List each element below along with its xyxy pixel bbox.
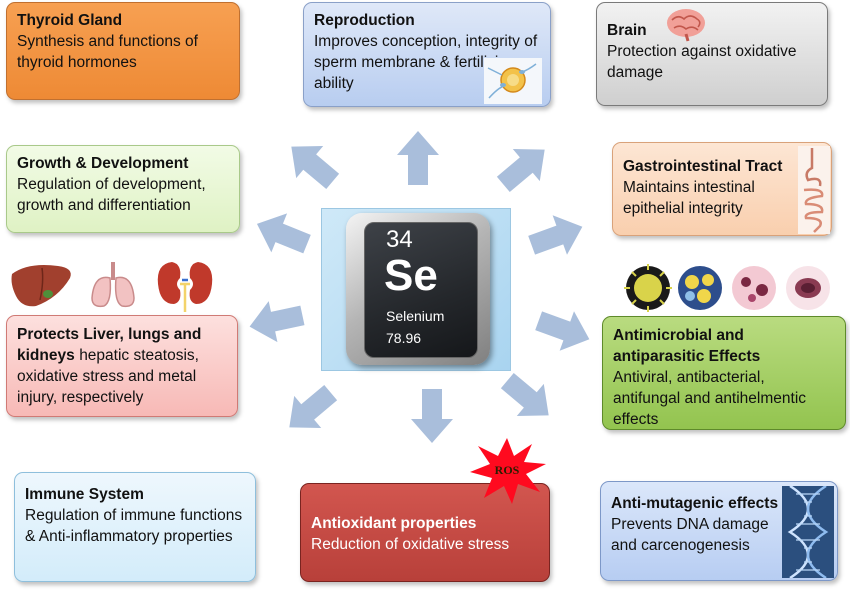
- immune-desc: Regulation of immune functions & Anti-in…: [25, 507, 243, 545]
- reproduction-desc: Improves conception, integrity of sperm …: [314, 33, 538, 92]
- ros-burst-icon: ROS: [470, 438, 546, 504]
- liver-icon: [11, 265, 71, 307]
- arrow-to-liver: [249, 301, 305, 343]
- liver-desc: hepatic steatosis, oxidative stress and …: [17, 347, 199, 406]
- atomic-number: 34: [386, 226, 413, 253]
- element-name: Selenium: [386, 308, 445, 324]
- element-symbol: Se: [384, 251, 438, 300]
- antimicrobial-desc: Antiviral, antibacterial, antifungal and…: [613, 369, 807, 428]
- reproduction-box: Reproduction Improves conception, integr…: [303, 2, 551, 107]
- antioxidant-desc: Reduction of oxidative stress: [311, 536, 510, 553]
- brain-box: Brain Protection against oxidative damag…: [596, 2, 828, 106]
- antioxidant-box: Antioxidant properties Reduction of oxid…: [300, 483, 550, 582]
- element-tile-face: [364, 222, 478, 358]
- sperm-icon: [484, 58, 542, 104]
- arrow-to-antimicrobial: [535, 311, 590, 351]
- digestive-tract-icon: [798, 146, 830, 234]
- brain-icon: [667, 9, 705, 42]
- arrow-to-gi: [528, 215, 583, 255]
- gi-desc: Maintains intestinal epithelial integrit…: [623, 179, 755, 217]
- thyroid-title: Thyroid Gland: [17, 12, 123, 29]
- microbe-icons: [624, 264, 830, 312]
- atomic-mass: 78.96: [386, 330, 422, 346]
- kidney-icon: [157, 262, 213, 312]
- reproduction-title: Reproduction: [314, 12, 415, 29]
- brain-desc: Protection against oxidative damage: [607, 43, 797, 81]
- arrow-to-thyroid: [291, 145, 340, 190]
- arrow-to-antimutagenic: [500, 372, 549, 417]
- ros-label: ROS: [495, 463, 520, 477]
- arrow-to-brain: [496, 148, 545, 193]
- gi-title: Gastrointestinal Tract: [623, 158, 783, 175]
- arrow-to-reproduction: [397, 131, 439, 185]
- arrow-to-antioxidant: [411, 389, 453, 443]
- arrow-to-immune: [289, 384, 338, 429]
- immune-box: Immune System Regulation of immune funct…: [14, 472, 256, 582]
- arrow-to-growth: [256, 213, 311, 254]
- growth-desc: Regulation of development, growth and di…: [17, 176, 206, 214]
- thyroid-desc: Synthesis and functions of thyroid hormo…: [17, 33, 198, 71]
- thyroid-box: Thyroid Gland Synthesis and functions of…: [6, 2, 240, 100]
- lungs-icon: [91, 262, 135, 308]
- gi-box: Gastrointestinal Tract Maintains intesti…: [612, 142, 832, 236]
- antimicrobial-box: Antimicrobial and antiparasitic Effects …: [602, 316, 846, 430]
- growth-title: Growth & Development: [17, 155, 189, 172]
- antimutagenic-title: Anti-mutagenic effects: [611, 495, 779, 512]
- antioxidant-title: Antioxidant properties: [311, 515, 477, 532]
- immune-title: Immune System: [25, 486, 144, 503]
- dna-icon: [782, 486, 834, 578]
- brain-title: Brain: [607, 22, 647, 39]
- antimicrobial-title: Antimicrobial and antiparasitic Effects: [613, 327, 761, 365]
- antimutagenic-desc: Prevents DNA damage and carcenogenesis: [611, 516, 769, 554]
- liver-lungs-kidneys-box: Protects Liver, lungs and kidneys hepati…: [6, 315, 238, 417]
- growth-box: Growth & Development Regulation of devel…: [6, 145, 240, 233]
- liver-title: Protects Liver, lungs and kidneys: [17, 326, 202, 364]
